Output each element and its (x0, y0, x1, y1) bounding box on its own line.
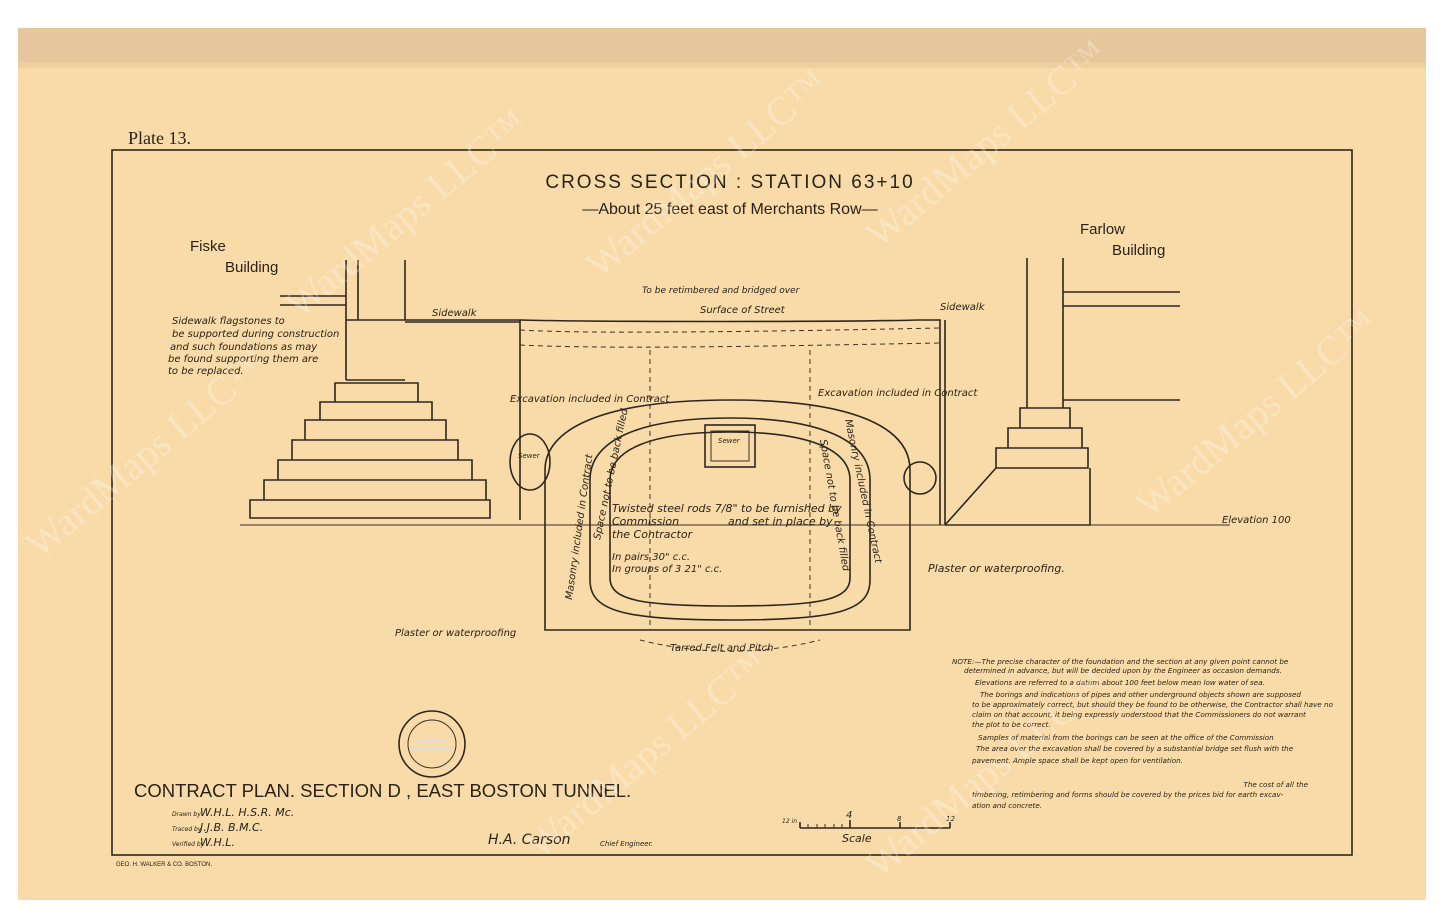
chief-engineer-label: Chief Engineer. (600, 840, 653, 848)
note-line: be found supporting them are (168, 354, 318, 365)
note-line: The borings and indications of pipes and… (980, 690, 1301, 699)
rods-label-2: Commission (612, 515, 679, 528)
note-line: Sidewalk flagstones to (172, 316, 285, 327)
plaster-right-label: Plaster or waterproofing. (928, 562, 1065, 575)
traced-by-label: Traced by (172, 826, 202, 833)
soil-lines (519, 327, 941, 348)
retimber-label: To be retimbered and bridged over (642, 286, 801, 296)
rods-label-4: the Contractor (612, 528, 694, 541)
pairs-label: In pairs 30" c.c. (612, 552, 690, 563)
drawing-subtitle: —About 25 feet east of Merchants Row— (582, 201, 877, 218)
drawing-border (111, 149, 1353, 856)
printer-credit: GEO. H. WALKER & CO. BOSTON. (116, 862, 212, 868)
note-line: claim on that account, it being expressl… (972, 710, 1307, 719)
scale-label: Scale (842, 832, 872, 845)
tape-edge (18, 62, 1426, 68)
fiske-building (249, 260, 491, 519)
contract-title: CONTRACT PLAN. SECTION D , EAST BOSTON T… (134, 780, 631, 801)
drawn-by-signature: W.H.L. H.S.R. Mc. (200, 806, 294, 819)
fiske-label-2: Building (225, 259, 278, 276)
elevation-label: Elevation 100 (1222, 515, 1291, 526)
note-line: to be replaced. (168, 366, 244, 377)
scale-bar: 12 in 4 8 12 Scale (782, 810, 955, 845)
sidewalk-right-label: Sidewalk (940, 302, 986, 313)
note-line: pavement. Ample space shall be kept open… (971, 756, 1183, 765)
tunnel-section (509, 350, 937, 652)
note-line: the plot to be correct. (972, 720, 1051, 729)
note-line: The area over the excavation shall be co… (976, 744, 1294, 753)
sewer-top-label: Sewer (718, 437, 741, 445)
groups-label: In groups of 3 21" c.c. (612, 564, 722, 575)
traced-by-signature: J.J.B. B.M.C. (198, 821, 263, 834)
drawn-by-label: Drawn by (172, 811, 201, 818)
scale-tick: 12 in (782, 818, 797, 825)
paper (18, 28, 1426, 900)
boston-transit-commission-seal (398, 710, 466, 778)
farlow-building (944, 258, 1180, 526)
note-line: Samples of material from the borings can… (978, 733, 1274, 742)
note-line: ation and concrete. (972, 801, 1042, 810)
note-line: determined in advance, but will be decid… (964, 666, 1282, 675)
verified-by-label: Verified by (172, 841, 205, 848)
drawing-title: CROSS SECTION : STATION 63+10 (545, 172, 914, 193)
tape-strip (18, 28, 1426, 62)
farlow-label-1: Farlow (1080, 221, 1125, 238)
surface-label: Surface of Street (700, 305, 786, 316)
note-line: The cost of all the (1243, 780, 1308, 789)
note-line: and such foundations as may (170, 342, 318, 353)
verified-by-signature: W.H.L. (200, 836, 235, 849)
sewer-left-label: Sewer (518, 452, 541, 460)
scale-tick: 4 (846, 810, 852, 821)
sidewalk-left-label: Sidewalk (432, 308, 478, 319)
note-line: to be approximately correct, but should … (972, 700, 1334, 709)
note-line: timbering, retimbering and forms should … (972, 790, 1284, 799)
note-line: Elevations are referred to a datum about… (975, 678, 1265, 687)
street-surface (405, 319, 921, 323)
note-line: NOTE:—The precise character of the found… (952, 657, 1289, 666)
plate-number: Plate 13. (128, 128, 191, 148)
scale-tick: 12 (946, 815, 955, 823)
scale-tick: 8 (897, 815, 902, 823)
felt-label: Tarred Felt and Pitch (670, 643, 773, 654)
excavation-left-label: Excavation included in Contract (510, 394, 670, 405)
chief-engineer-signature: H.A. Carson (488, 832, 571, 848)
rods-label-3: and set in place by (728, 515, 833, 528)
notes-block: NOTE:—The precise character of the found… (952, 657, 1334, 810)
note-line: be supported during construction (172, 329, 339, 340)
rods-label-1: Twisted steel rods 7/8" to be furnished … (612, 502, 842, 515)
plaster-left-label: Plaster or waterproofing (395, 628, 516, 639)
farlow-label-2: Building (1112, 242, 1165, 259)
sidewalk-note: Sidewalk flagstones to be supported duri… (168, 316, 339, 377)
excavation-right-label: Excavation included in Contract (818, 388, 978, 399)
fiske-label-1: Fiske (190, 238, 226, 255)
